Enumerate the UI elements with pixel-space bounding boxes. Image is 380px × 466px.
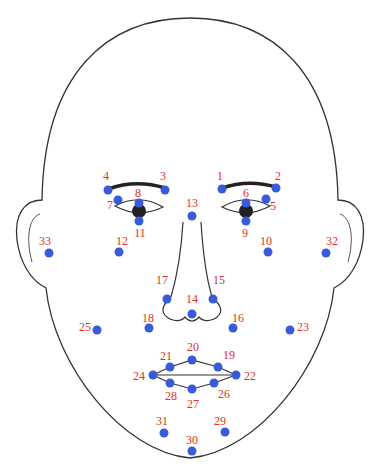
callout-number: 20: [187, 341, 199, 353]
lip-line: [153, 360, 236, 389]
callout-number: 10: [260, 235, 272, 247]
callout-number: 13: [186, 197, 198, 209]
nose: [201, 222, 212, 297]
callout-number: 4: [103, 170, 109, 182]
callout-number: 8: [135, 187, 141, 199]
callout-number: 5: [270, 200, 276, 212]
callout-number: 18: [142, 312, 154, 324]
callout-number: 22: [244, 370, 256, 382]
callout-number: 31: [156, 415, 168, 427]
callout-number: 3: [160, 170, 166, 182]
callout-number: 15: [213, 274, 225, 286]
callout-number: 9: [242, 227, 248, 239]
callout-number: 7: [107, 199, 113, 211]
callout-number: 24: [133, 370, 145, 382]
callout-number: 23: [297, 321, 309, 333]
callout-number: 30: [186, 434, 198, 446]
callout-number: 19: [223, 349, 235, 361]
ear-detail: [340, 214, 351, 262]
callout-number: 11: [134, 227, 146, 239]
callout-number: 25: [79, 321, 91, 333]
callout-number: 16: [232, 312, 244, 324]
callout-number: 2: [275, 170, 281, 182]
callout-number: 21: [160, 350, 172, 362]
landmark-dots: [45, 184, 331, 456]
eyebrow: [222, 183, 276, 188]
callout-number: 28: [165, 390, 177, 402]
callout-number: 14: [186, 293, 198, 305]
callout-number: 33: [39, 235, 51, 247]
callout-number: 6: [243, 187, 249, 199]
nose: [171, 222, 183, 297]
callout-number: 27: [187, 398, 199, 410]
ear-detail: [29, 214, 40, 262]
callout-number: 32: [326, 235, 338, 247]
callout-number: 12: [116, 235, 128, 247]
head-outline: [16, 18, 363, 458]
callout-number: 29: [214, 415, 226, 427]
callout-number: 1: [217, 170, 223, 182]
callout-number: 26: [218, 388, 230, 400]
callout-number: 17: [156, 274, 168, 286]
